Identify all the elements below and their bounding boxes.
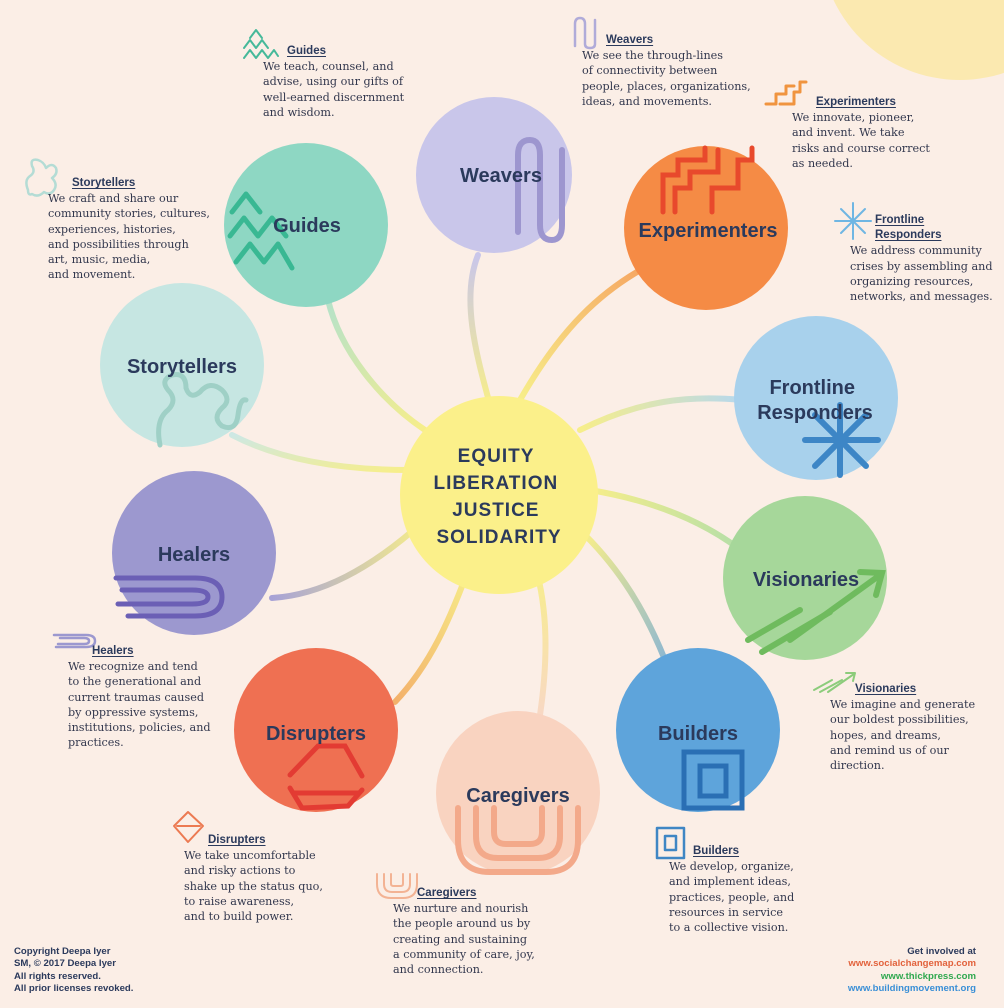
weavers-pattern-icon [515,136,565,244]
disrupters-small-icon [173,811,204,843]
desc-frontline-body: We address community crises by assemblin… [850,244,993,304]
desc-weavers-body: We see the through-lines of connectivity… [582,49,751,108]
desc-caregivers-body: We nurture and nourish the people around… [393,902,535,977]
desc-experimenters-body: We innovate, pioneer, and invent. We tak… [792,111,930,170]
corner-sun-shape [833,0,1004,80]
connector-weavers [467,252,493,408]
connector-lines [229,252,745,718]
frontline-label-line-1: Frontline [769,377,855,399]
frontline-snowflake-icon [802,402,881,478]
experimenters-pattern-icon [660,145,755,215]
desc-guides: Guides We teach, counsel, and advise, us… [263,44,433,120]
connector-visionaries [587,487,741,551]
frontline-small-icon [834,202,872,240]
desc-storytellers: Storytellers We craft and share our comm… [48,176,228,282]
desc-visionaries-title: Visionaries [855,683,917,695]
desc-experimenters-title: Experimenters [816,96,896,108]
get-involved-label: Get involved at [907,946,976,957]
visionaries-arrows-icon [745,569,886,655]
desc-builders-title: Builders [693,845,740,857]
role-circle-disrupters[interactable]: Disrupters [234,648,398,812]
healers-coil-icon [113,575,225,619]
desc-frontline-title-2: Responders [875,229,942,242]
desc-weavers-title: Weavers [606,34,654,46]
connector-healers [269,517,428,601]
storytellers-label: Storytellers [127,356,237,378]
guides-small-icon [243,29,279,59]
link-buildingmovement[interactable]: www.buildingmovement.org [847,982,976,994]
desc-disrupters-body: We take uncomfortable and risky actions … [184,849,323,924]
desc-guides-body: We teach, counsel, and advise, using our… [263,60,405,119]
healers-small-icon [52,633,97,649]
visionaries-label: Visionaries [753,569,859,591]
desc-guides-title: Guides [287,45,326,57]
visionaries-small-icon [813,672,856,693]
role-circle-frontline-responders[interactable]: Frontline Responders [734,316,898,480]
healers-label: Healers [158,544,230,566]
desc-frontline: Frontline Responders We address communit… [850,213,1000,304]
connector-disrupters [392,562,473,705]
builders-square-icon [681,749,745,811]
desc-healers-body: We recognize and tend to the generationa… [68,660,211,750]
connector-guides [325,297,428,433]
desc-caregivers-title: Caregivers [417,887,477,899]
desc-caregivers: Caregivers We nurture and nourish the pe… [393,886,553,977]
copyright-notice: Copyright Deepa Iyer SM, © 2017 Deepa Iy… [14,946,134,994]
link-thickpress[interactable]: www.thickpress.com [880,970,976,982]
builders-label: Builders [658,723,738,745]
role-circle-visionaries[interactable]: Visionaries [723,496,887,660]
desc-builders-body: We develop, organize, and implement idea… [669,860,795,935]
desc-visionaries: Visionaries We imagine and generate our … [830,682,990,773]
desc-frontline-title-1: Frontline [875,214,925,226]
weavers-small-icon [573,16,597,50]
center-values: EQUITY LIBERATION JUSTICE SOLIDARITY [434,446,565,548]
desc-disrupters-title: Disrupters [208,834,266,846]
desc-storytellers-body: We craft and share our community stories… [48,192,210,282]
role-circle-caregivers[interactable]: Caregivers [436,711,600,875]
connector-experimenters [517,259,658,403]
disrupters-label: Disrupters [266,723,366,745]
desc-storytellers-title: Storytellers [72,177,136,189]
center-value-1: EQUITY [458,446,534,467]
weavers-label: Weavers [460,165,542,187]
small-icons [25,16,872,899]
desc-experimenters: Experimenters We innovate, pioneer, and … [792,95,952,171]
desc-weavers: Weavers We see the through-lines of conn… [582,33,752,109]
role-circle-guides[interactable]: Guides [224,143,388,307]
guides-label: Guides [273,215,341,237]
link-socialchangemap[interactable]: www.socialchangemap.com [848,958,976,970]
frontline-label-line-2: Responders [757,402,873,424]
center-value-4: SOLIDARITY [436,527,561,548]
storytellers-splash-icon [156,372,249,448]
role-circle-weavers[interactable]: Weavers [416,97,572,253]
disrupters-diamond-icon [287,743,365,811]
experimenters-small-icon [764,80,808,106]
frontline-label: Frontline Responders [757,377,873,424]
role-circle-experimenters[interactable]: Experimenters [624,145,788,310]
role-circle-healers[interactable]: Healers [112,471,276,635]
connector-builders [582,532,668,663]
guides-mountains-icon [227,191,295,271]
role-circle-builders[interactable]: Builders [616,648,780,812]
center-circle: EQUITY LIBERATION JUSTICE SOLIDARITY [400,396,598,594]
center-value-3: JUSTICE [452,500,539,521]
experimenters-label: Experimenters [639,220,778,242]
desc-builders: Builders We develop, organize, and imple… [669,844,819,935]
connector-frontline [577,395,745,433]
desc-visionaries-body: We imagine and generate our boldest poss… [830,698,976,773]
storytellers-small-icon [25,158,58,197]
connector-caregivers [532,562,549,718]
caregivers-label: Caregivers [466,785,569,807]
role-circle-storytellers[interactable]: Storytellers [100,283,264,448]
caregivers-arches-icon [455,805,581,875]
connector-storytellers [229,432,413,473]
desc-healers-title: Healers [92,645,134,657]
caregivers-small-icon [376,873,418,899]
center-value-2: LIBERATION [434,473,559,494]
desc-disrupters: Disrupters We take uncomfortable and ris… [184,833,344,924]
desc-healers: Healers We recognize and tend to the gen… [68,644,238,750]
builders-small-icon [655,826,686,860]
get-involved: Get involved at www.socialchangemap.com … [848,946,976,995]
